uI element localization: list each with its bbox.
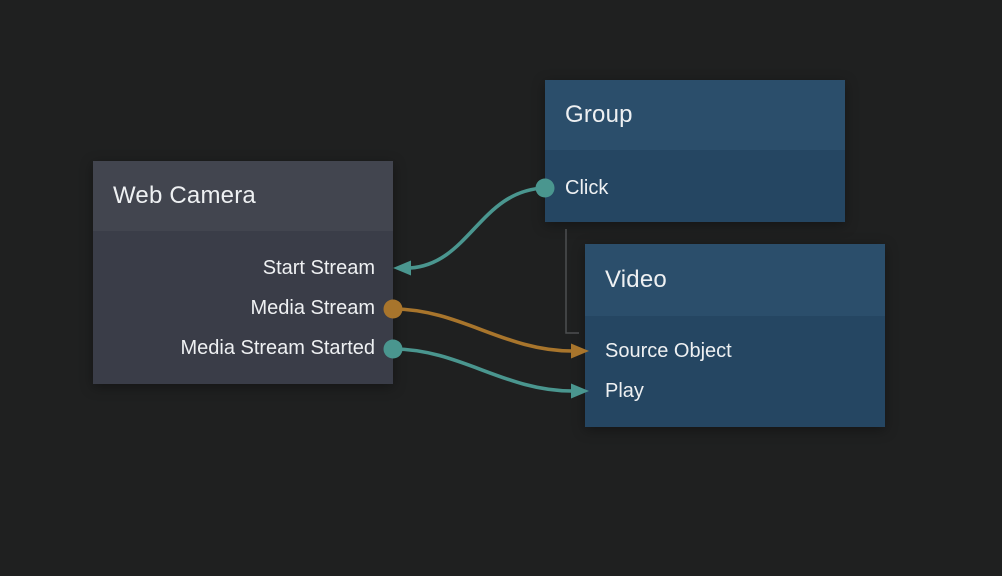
arrowhead-start-stream[interactable] <box>393 260 411 276</box>
node-group-header[interactable]: Group <box>545 80 845 150</box>
wire-click-to-start-stream[interactable] <box>408 186 547 270</box>
port-row-media-stream-started: Media Stream Started <box>93 328 393 368</box>
port-label-play: Play <box>605 379 644 402</box>
port-label-start-stream: Start Stream <box>262 256 375 279</box>
port-label-click: Click <box>565 176 609 199</box>
port-row-start-stream: Start Stream <box>93 248 393 288</box>
node-web-camera-body: Start Stream Media Stream Media Stream S… <box>93 231 393 384</box>
node-group-title: Group <box>565 101 633 128</box>
group-containment-link <box>565 229 579 334</box>
node-group[interactable]: Group Click <box>545 80 845 222</box>
port-row-media-stream: Media Stream <box>93 288 393 328</box>
port-row-play: Play <box>585 371 885 411</box>
wire-media-stream-to-source-object[interactable] <box>391 307 574 353</box>
port-row-source-object: Source Object <box>585 331 885 371</box>
port-row-click: Click <box>545 168 845 208</box>
port-label-media-stream: Media Stream <box>250 296 376 319</box>
node-video-title: Video <box>605 266 667 293</box>
node-web-camera-title: Web Camera <box>113 182 256 209</box>
node-web-camera[interactable]: Web Camera Start Stream Media Stream Med… <box>93 161 393 384</box>
port-label-source-object: Source Object <box>605 339 732 362</box>
node-video-header[interactable]: Video <box>585 244 885 316</box>
node-group-body: Click <box>545 150 845 222</box>
port-label-media-stream-started: Media Stream Started <box>180 336 375 359</box>
node-video-body: Source Object Play <box>585 316 885 427</box>
node-video[interactable]: Video Source Object Play <box>585 244 885 427</box>
node-web-camera-header[interactable]: Web Camera <box>93 161 393 231</box>
wire-media-stream-started-to-play[interactable] <box>391 347 574 393</box>
